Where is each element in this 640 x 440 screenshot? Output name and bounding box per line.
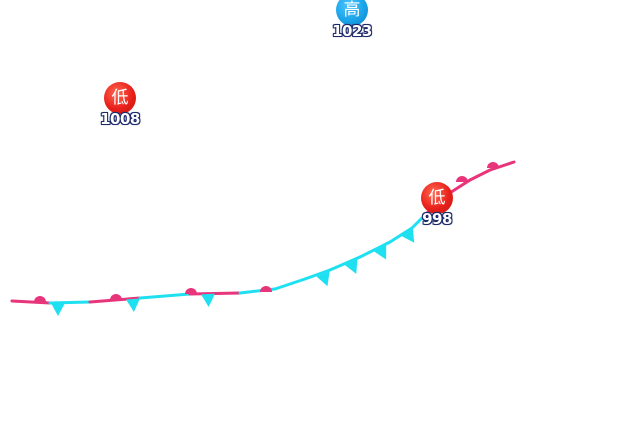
warm-front-segment xyxy=(488,160,516,172)
warm-front-semicircle xyxy=(260,286,272,292)
cold-front-segment xyxy=(358,240,392,259)
warm-front-semicircle xyxy=(185,288,197,294)
warm-front-segment xyxy=(188,291,242,296)
low-pressure-center: 低 998 xyxy=(407,182,467,228)
warm-front-semicircle xyxy=(110,294,122,300)
cold-front-triangle xyxy=(344,259,358,274)
cold-front-triangle xyxy=(51,303,65,316)
cold-front-segment xyxy=(388,226,414,244)
cold-front-segment xyxy=(328,255,362,272)
warm-front-segment xyxy=(468,168,492,182)
pressure-value: 1008 xyxy=(100,110,140,128)
low-pressure-badge: 低 xyxy=(421,182,453,214)
warm-front-segment xyxy=(10,299,52,305)
warm-front-semicircle xyxy=(34,296,46,302)
cold-front-segment xyxy=(410,212,428,230)
cold-front-triangle xyxy=(373,244,387,260)
low-pressure-center: 低 1008 xyxy=(90,82,150,128)
cold-front-triangle xyxy=(401,228,415,243)
cold-front-segment xyxy=(303,268,332,281)
pressure-value: 998 xyxy=(422,210,452,228)
high-pressure-badge: 高 xyxy=(336,0,368,26)
cold-front-triangle xyxy=(316,271,330,287)
cold-front-segment xyxy=(138,292,192,300)
low-pressure-badge: 低 xyxy=(104,82,136,114)
cold-front-segment xyxy=(48,300,92,305)
warm-front-semicircle xyxy=(487,162,499,168)
cold-front-segment xyxy=(273,277,307,291)
high-pressure-center: 高 1023 xyxy=(322,0,382,40)
cold-front-triangle xyxy=(126,298,140,312)
cold-front-triangle xyxy=(201,293,215,307)
pressure-value: 1023 xyxy=(332,22,372,40)
warm-front-semicircle xyxy=(456,176,468,182)
